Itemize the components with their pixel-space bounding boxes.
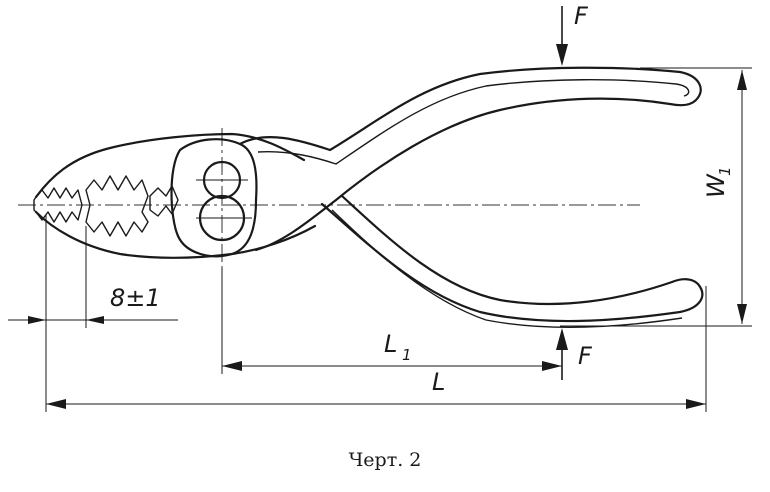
tip-dimension-label: 8±1	[110, 284, 161, 312]
l-label: L	[432, 368, 445, 396]
w1-arrow-bottom	[737, 304, 747, 324]
w1-label: W 1	[702, 166, 734, 198]
svg-text:W: W	[702, 173, 730, 198]
l-arrow-right	[686, 399, 706, 409]
jaw-tip	[33, 196, 37, 213]
force-label-top: F	[574, 2, 589, 30]
cutter-notch	[149, 185, 179, 217]
force-arrow-bottom-head	[556, 328, 568, 350]
svg-text:1: 1	[716, 166, 734, 176]
tip-dimension-arrow-left	[28, 316, 46, 324]
l-arrow-left	[46, 399, 66, 409]
lower-handle-outer	[320, 194, 704, 323]
pivot-joint-outline	[170, 138, 258, 258]
w1-arrow-top	[737, 70, 747, 90]
l1-arrow-right	[542, 361, 562, 371]
l1-subscript: 1	[402, 346, 412, 364]
tip-dimension-arrow-right	[86, 316, 104, 324]
upper-handle-outer	[238, 66, 702, 252]
force-arrow-top-head	[556, 44, 568, 66]
force-label-bottom: F	[578, 342, 593, 370]
l1-arrow-left	[222, 361, 242, 371]
jaw-gripping-teeth	[85, 175, 149, 237]
figure-caption: Черт. 2	[348, 449, 422, 471]
upper-jaw-outline	[34, 132, 306, 199]
lower-handle-inner	[331, 209, 683, 329]
l1-label: L	[384, 330, 397, 358]
jaw-tip-teeth	[35, 187, 83, 223]
upper-handle-inner	[257, 79, 690, 165]
